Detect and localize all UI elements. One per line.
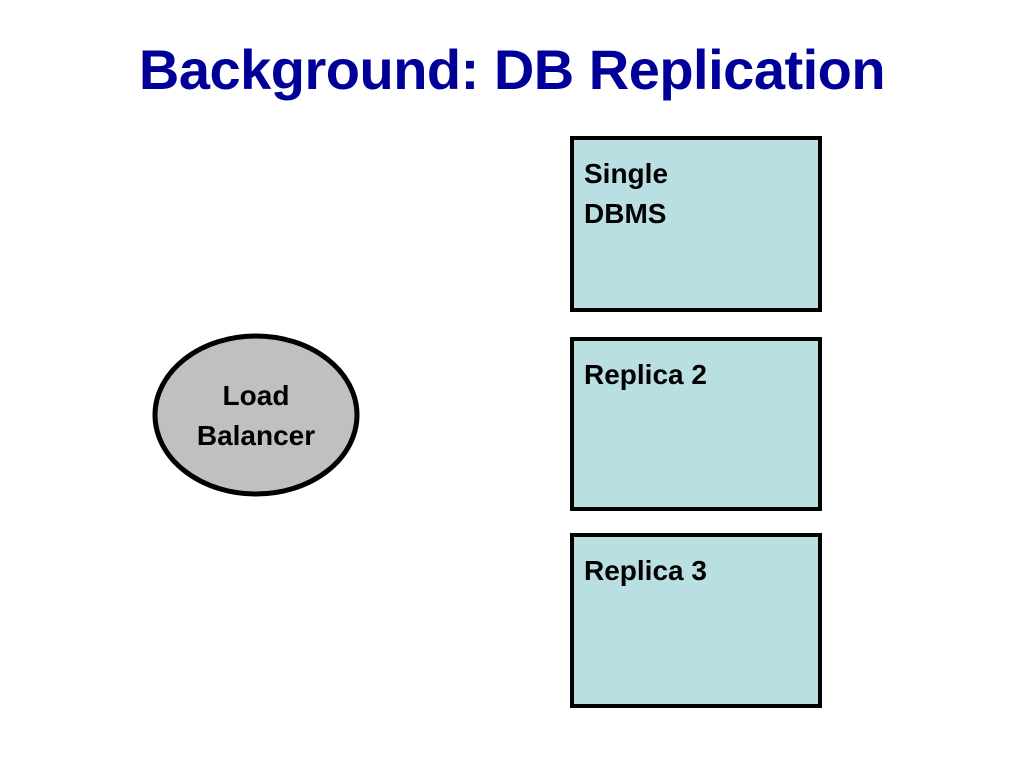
single-dbms-label: Single DBMS <box>584 158 669 229</box>
replica-3-label: Replica 3 <box>584 555 707 586</box>
replica-2-label: Replica 2 <box>584 359 707 390</box>
load-balancer-node: Load Balancer <box>152 333 360 497</box>
replica-3-box: Replica 3 <box>570 533 822 708</box>
load-balancer-label: Load Balancer <box>196 380 316 451</box>
single-dbms-box: Single DBMS <box>570 136 822 312</box>
replica-2-box: Replica 2 <box>570 337 822 511</box>
slide-title: Background: DB Replication <box>138 38 886 101</box>
load-balancer-ellipse <box>152 333 360 497</box>
